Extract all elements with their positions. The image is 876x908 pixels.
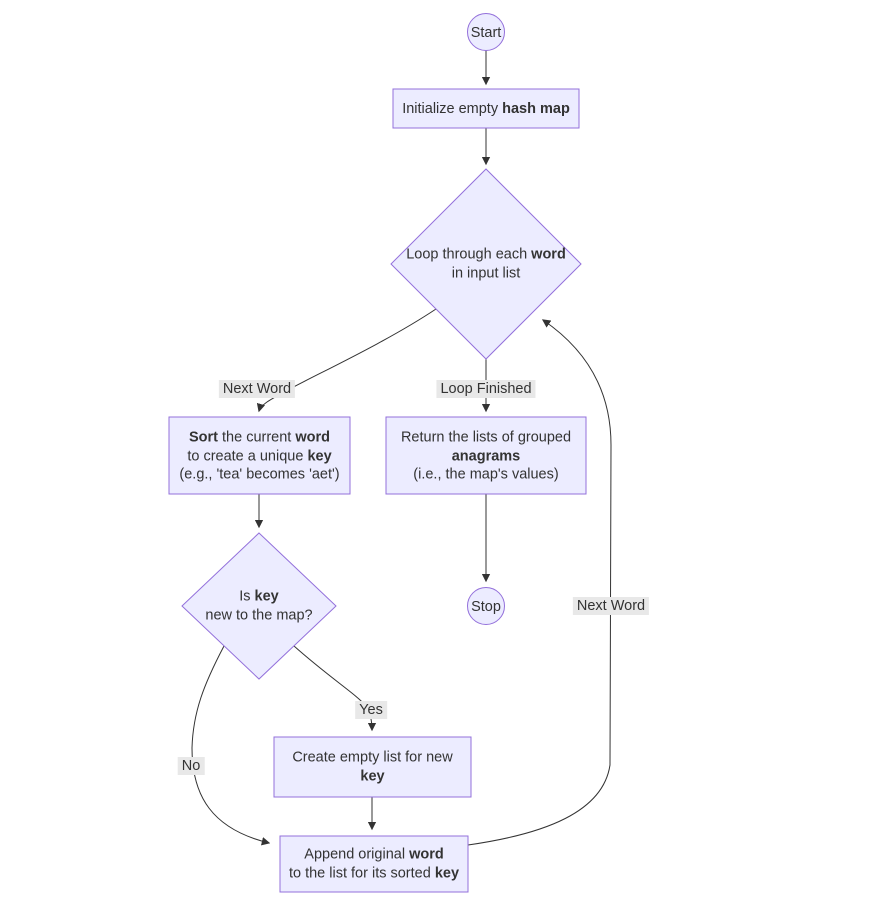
- is-key-new-decision-shape: [181, 532, 337, 680]
- loop-words-decision-shape: [390, 168, 582, 360]
- append-word-node-shape: [279, 835, 469, 893]
- create-list-node-shape: [273, 736, 472, 798]
- edge-label-no: No: [177, 757, 205, 775]
- return-groups-node-shape: [385, 416, 587, 495]
- edge-label-loop-finished: Loop Finished: [436, 380, 536, 398]
- edge-iskey-no-to-append: [191, 645, 271, 846]
- edge-append-next-word-to-loop: [467, 319, 612, 846]
- stop-node-shape: [467, 587, 505, 625]
- edge-loop-next-word-to-sort: [256, 308, 437, 413]
- edge-label-next-word-right: Next Word: [572, 597, 650, 615]
- start-node-label: Start: [470, 24, 502, 41]
- edge-label-next-word-left: Next Word: [218, 380, 296, 398]
- init-map-node-shape: [392, 88, 580, 129]
- sort-word-node-shape: [168, 416, 351, 495]
- start-node-shape: [467, 13, 505, 51]
- edge-label-yes: Yes: [355, 701, 387, 719]
- init-map-node-label: Initialize empty hash map: [402, 100, 570, 117]
- stop-node-label: Stop: [471, 598, 501, 615]
